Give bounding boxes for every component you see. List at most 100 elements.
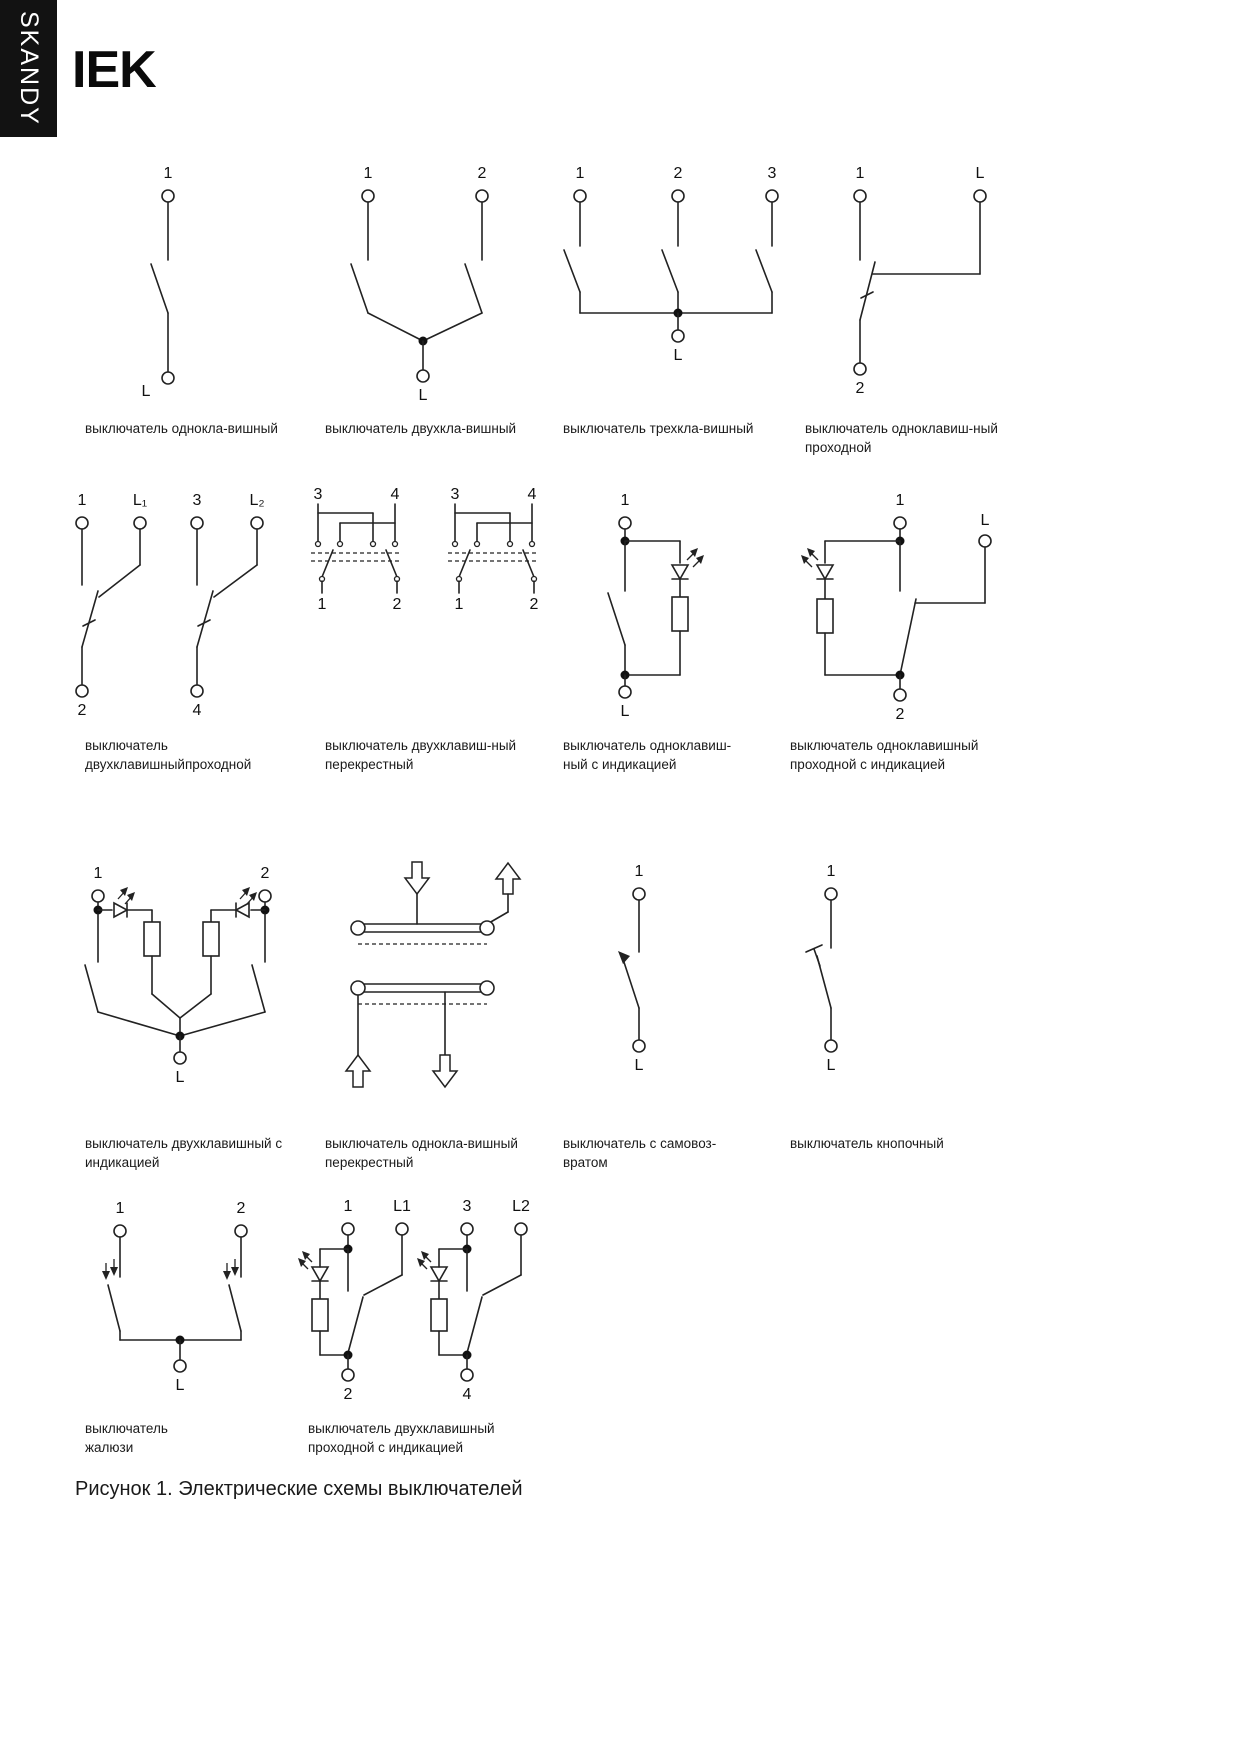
diagram-double-pass-indicated-switch: 1 L1 3 L2 [298,1193,545,1428]
caption-line: выключатель одноклавишный [790,738,979,753]
diagram-double-switch-svg: 1 2 L [350,165,489,404]
blinds-arrows-icon [102,1259,239,1280]
caption-line: выключатель однокла-вишный [85,421,278,436]
terminal-label: 2 [896,706,905,723]
diagram-double-pass-switch: 1 L₁ 3 L₂ 2 4 [70,485,290,735]
terminal-label: 1 [827,863,836,880]
circuit-graphics [84,887,272,1065]
diagram-double-switch: 1 2 L [325,158,525,418]
terminal-label: L2 [512,1198,530,1215]
diagram-momentary-svg: 1 L [618,863,646,1074]
terminal-label: L [827,1057,836,1074]
terminal-label: 2 [530,596,539,613]
diagram-single-cross-svg [344,861,522,1089]
terminal-label: L [176,1377,185,1394]
caption-line: индикацией [85,1155,160,1170]
arrow-up-icon [344,1053,372,1088]
terminal-label: 2 [393,596,402,613]
terminal-label: 1 [164,165,173,182]
diagram-triple-switch-svg: 1 2 3 L [563,165,779,364]
resistor [816,598,834,634]
resistor [143,921,161,957]
resistor [311,1298,329,1332]
terminal-label: 1 [94,865,103,882]
circuit-graphics [563,189,779,343]
caption-line: выключатель одноклавиш-ный [805,421,998,436]
caption-line: ный с индикацией [563,757,677,772]
caption-line: выключатель одноклавиш- [563,738,732,753]
caption-line: выключатель двухкла-вишный [325,421,517,436]
diagram-blinds-switch: 1 2 L [102,1193,260,1418]
diagram-double-pass-svg: 1 L₁ 3 L₂ 2 4 [75,492,265,719]
circuit-graphics [607,516,704,699]
diagram-single-cross-switch [330,856,530,1106]
terminal-label: L [674,347,683,364]
circuit-graphics [344,861,522,1089]
diagram-caption: выключатель с самовоз- вратом [563,1134,803,1172]
terminal-label: 1 [116,1200,125,1217]
caption-line: выключатель [85,738,168,753]
terminal-label: 2 [78,702,87,719]
terminal-label: 2 [344,1386,353,1403]
caption-line: выключатель двухклавишный с [85,1136,283,1151]
caption-line: вратом [563,1155,608,1170]
terminal-label: 3 [451,486,460,503]
diagram-single-indicated-svg: 1 [607,492,704,720]
diagram-single-pass-switch: 1 L 2 [805,158,1025,403]
diagram-double-indicated-svg: 1 2 [84,865,272,1086]
diagram-single-pass-indicated-switch: 1 L [785,485,1005,740]
caption-line: выключатель [85,1421,168,1436]
circuit-graphics [618,887,646,1053]
caption-line: перекрестный [325,1155,414,1170]
terminal-label: 4 [193,702,202,719]
caption-line: выключатель однокла-вишный [325,1136,518,1151]
caption-line: выключатель двухклавишный [308,1421,495,1436]
caption-line: выключатель двухклавиш-ный [325,738,517,753]
terminal-label: 1 [78,492,87,509]
diagram-caption: выключатель одноклавиш-ный проходной [805,419,1045,457]
terminal-label: 2 [674,165,683,182]
circuit-graphics [298,1222,528,1382]
led-icon [670,548,704,581]
series-name: SKANDY [15,11,43,126]
caption-line: проходной [805,440,872,455]
circuit-graphics [75,516,264,698]
momentary-arrow-icon [618,951,630,964]
diagram-blinds-svg: 1 2 L [102,1200,248,1394]
circuit-graphics [150,189,175,385]
caption-line: выключатель с самовоз- [563,1136,717,1151]
diagram-single-switch: 1 L [78,158,298,413]
terminal-label: L₂ [249,492,264,509]
caption-line: проходной с индикацией [790,757,946,772]
diagram-single-pass-indicated-svg: 1 L [801,492,992,723]
terminal-label: 3 [768,165,777,182]
terminal-label: 4 [463,1386,472,1403]
diagram-double-cross-svg: 3 4 1 2 3 4 [311,486,539,613]
diagram-momentary-switch: 1 L [603,856,678,1086]
terminal-label: 1 [856,165,865,182]
diagram-caption: выключатель двухклавишный проходной с ин… [308,1419,548,1457]
series-sidebar: SKANDY [0,0,57,137]
terminal-label: 3 [193,492,202,509]
caption-line: жалюзи [85,1440,134,1455]
terminal-label: 1 [896,492,905,509]
led-icon [417,1251,449,1283]
diagram-push-button-svg: 1 L [805,863,838,1074]
terminal-label: 3 [314,486,323,503]
terminal-label: 1 [576,165,585,182]
led-icon [801,548,835,581]
diagram-double-indicated-switch: 1 2 [80,858,285,1103]
led-icon [97,887,135,919]
terminal-label: L₁ [133,492,147,509]
resistor [202,921,220,957]
caption-line: проходной с индикацией [308,1440,464,1455]
terminal-label: L1 [393,1198,411,1215]
terminal-label: 2 [237,1200,246,1217]
terminal-label: 1 [364,165,373,182]
terminal-label: 2 [478,165,487,182]
terminal-label: 1 [621,492,630,509]
caption-line: выключатель кнопочный [790,1136,944,1151]
terminal-label: L [621,703,630,720]
terminal-label: L [635,1057,644,1074]
